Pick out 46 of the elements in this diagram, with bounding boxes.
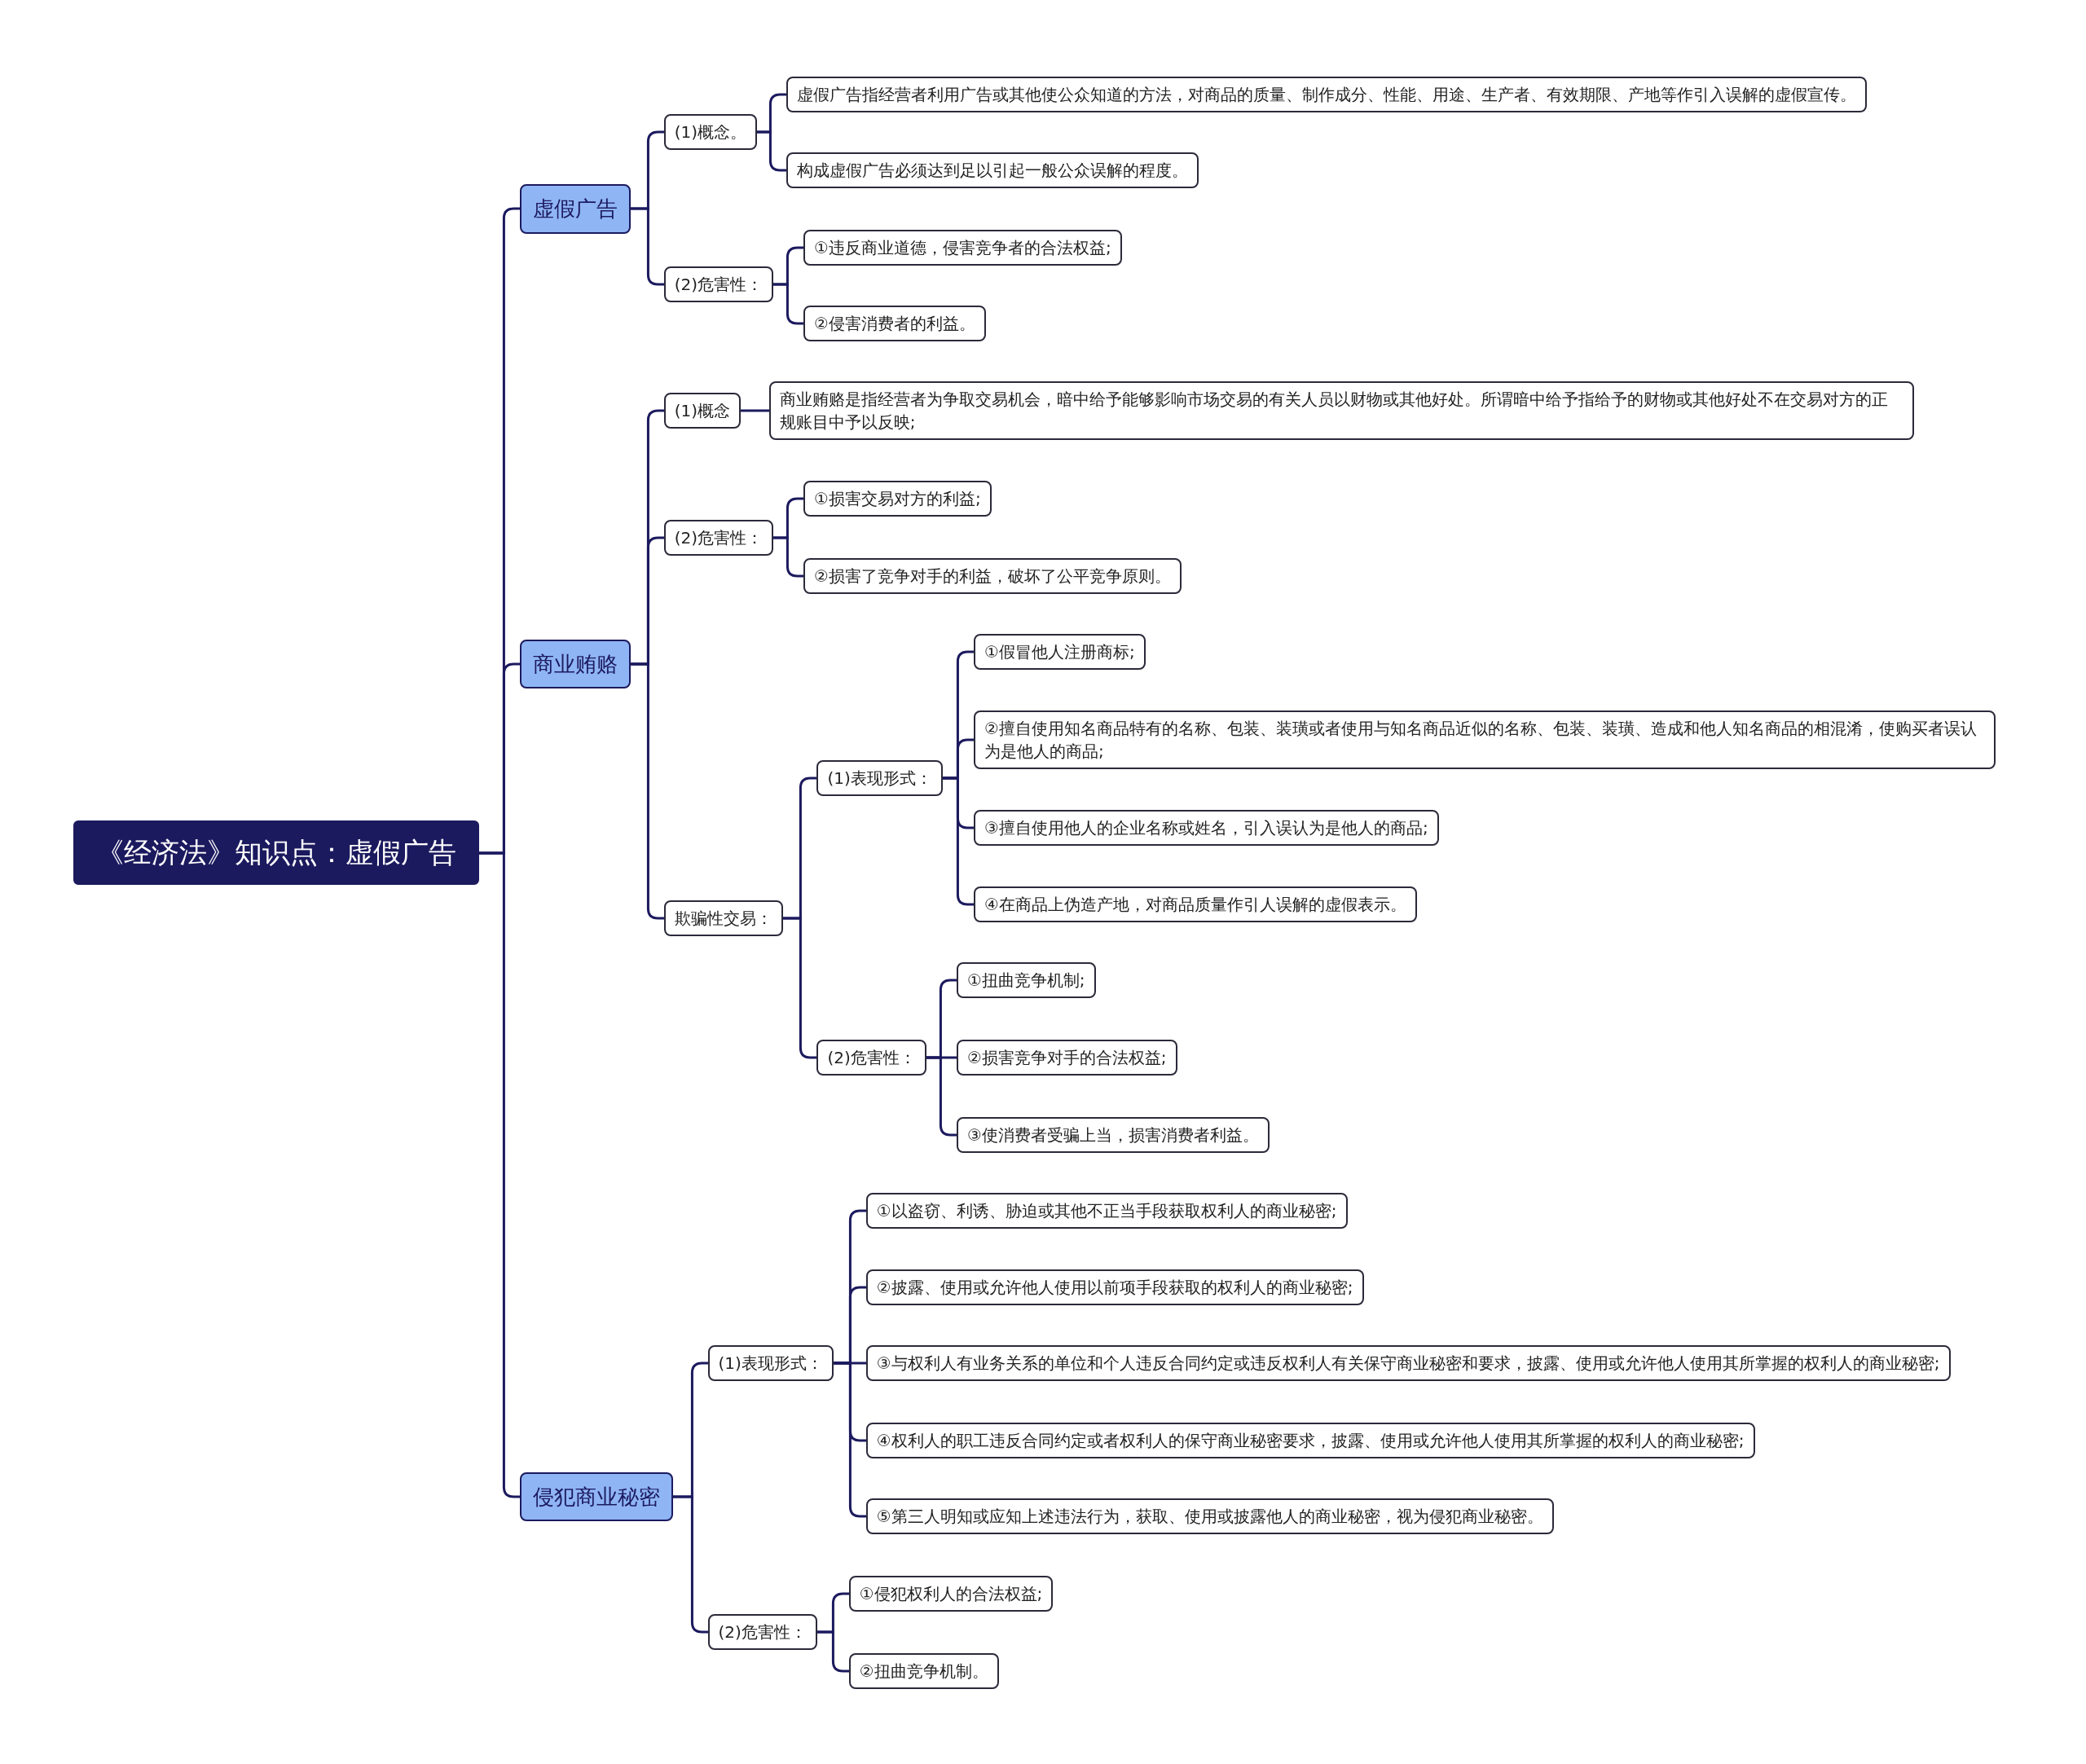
connector-line [673, 1495, 708, 1634]
subtopic-box: ③擅自使用他人的企业名称或姓名，引入误认为是他人的商品; [974, 809, 1439, 846]
subtopic-box: ②擅自使用知名商品特有的名称、包装、装璜或者使用与知名商品近似的名称、包装、装璜、造成和他人知名商品的相混淆，使购买者误认为是他人的商品; [974, 710, 1996, 769]
subtopic-box: ③使消费者受骗上当，损害消费者利益。 [956, 1116, 1270, 1153]
subtopic-box: ①侵犯权利人的合法权益; [848, 1575, 1054, 1612]
connector-line [926, 1056, 957, 1137]
connector-line [773, 536, 803, 578]
subtopic-box: (2)危害性： [663, 519, 774, 556]
connector-line [631, 207, 664, 286]
subtopic-box: (2)危害性： [663, 266, 774, 303]
connector-line [817, 1630, 849, 1673]
connector-line [773, 283, 803, 325]
connector-line [783, 917, 816, 1059]
subtopic-box: ②损害竞争对手的合法权益; [956, 1039, 1177, 1076]
subtopic-box: ②扭曲竞争机制。 [848, 1652, 999, 1689]
subtopic-box: ①假冒他人注册商标; [974, 634, 1146, 670]
subtopic-box: ③与权利人有业务关系的单位和个人违反合同约定或违反权利人有关保守商业秘密和要求，披露、使用或允许他人使用其所掌握的权利人的商业秘密; [865, 1345, 1951, 1382]
topic-box: 虚假广告 [520, 184, 632, 234]
subtopic-box: (1)表现形式： [816, 760, 943, 797]
subtopic-box: 商业贿赂是指经营者为争取交易机会，暗中给予能够影响市场交易的有关人员以财物或其他好处。所谓暗中给予指给予的财物或其他好处不在交易对方的正规账目中予以反映; [768, 381, 1915, 441]
subtopic-box: ②披露、使用或允许他人使用以前项手段获取的权利人的商业秘密; [865, 1269, 1364, 1306]
subtopic-box: (2)危害性： [816, 1039, 926, 1076]
subtopic-box: ①损害交易对方的利益; [803, 481, 992, 517]
connector-line [942, 776, 974, 906]
subtopic-box: ④在商品上伪造产地，对商品质量作引人误解的虚假表示。 [974, 886, 1418, 923]
subtopic-box: (1)表现形式： [707, 1345, 834, 1382]
subtopic-box: ②侵害消费者的利益。 [803, 305, 987, 341]
subtopic-box: ①违反商业道德，侵害竞争者的合法权益; [803, 229, 1122, 266]
root-topic-box: 《经济法》知识点：虚假广告 [73, 820, 479, 886]
connector-line [741, 409, 769, 412]
subtopic-box: ①以盗窃、利诱、胁迫或其他不正当手段获取权利人的商业秘密; [865, 1192, 1348, 1229]
subtopic-box: 虚假广告指经营者利用广告或其他使公众知道的方法，对商品的质量、制作成分、性能、用途、生产者、有效期限、产地等作引入误解的虚假宣传。 [786, 76, 1867, 112]
subtopic-box: ④权利人的职工违反合同约定或者权利人的保守商业秘密要求，披露、使用或允许他人使用其所掌握的权利人的商业秘密; [865, 1423, 1755, 1459]
subtopic-box: ⑤第三人明知或应知上述违法行为，获取、使用或披露他人的商业秘密，视为侵犯商业秘密。 [865, 1498, 1554, 1535]
subtopic-box: ②损害了竞争对手的利益，破坏了公平竞争原则。 [803, 557, 1182, 594]
connector-line [757, 130, 786, 172]
subtopic-box: (2)危害性： [707, 1614, 817, 1651]
subtopic-box: ①扭曲竞争机制; [956, 962, 1096, 999]
subtopic-box: 构成虚假广告必须达到足以引起一般公众误解的程度。 [786, 152, 1199, 188]
topic-box: 侵犯商业秘密 [520, 1471, 674, 1522]
subtopic-box: (1)概念 [663, 393, 742, 429]
subtopic-box: (1)概念。 [663, 113, 758, 150]
connector-line [631, 662, 664, 920]
topic-box: 商业贿赂 [520, 639, 632, 689]
connector-line [834, 1361, 866, 1518]
subtopic-box: 欺骗性交易： [663, 900, 783, 936]
